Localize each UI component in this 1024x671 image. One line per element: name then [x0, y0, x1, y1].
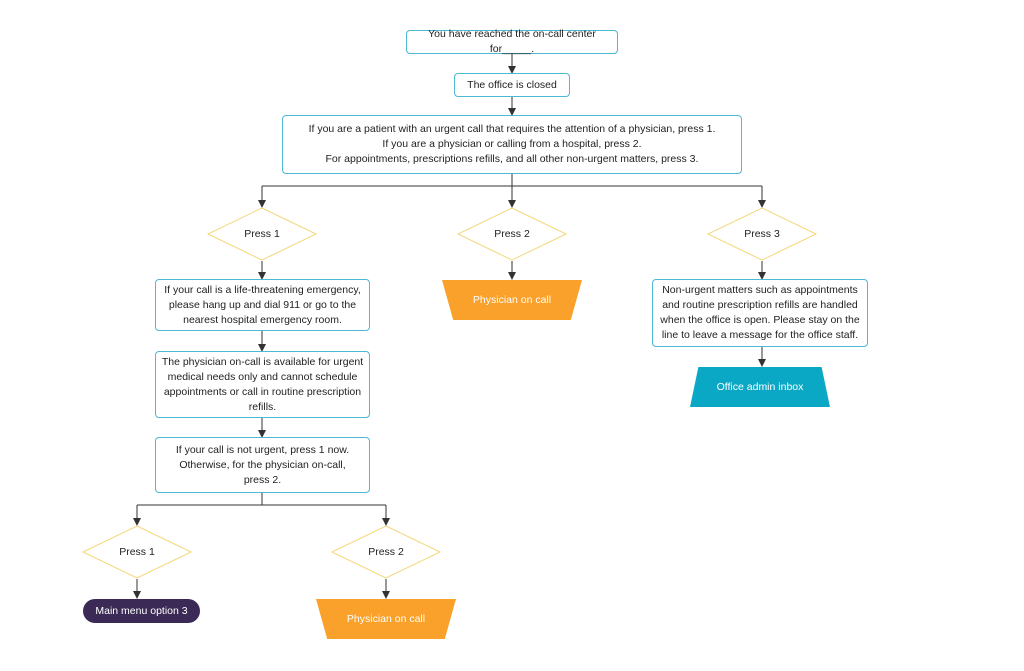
diamond-press2-shape: [456, 207, 568, 261]
node-not-urgent: If your call is not urgent, press 1 now.…: [155, 437, 370, 493]
diamond-press2: Press 2: [458, 208, 566, 260]
node-not-urgent-label: If your call is not urgent, press 1 now.…: [175, 443, 350, 486]
diamond-sub-press1-shape: [81, 525, 193, 579]
terminal-main-menu-option-3: Main menu option 3: [83, 599, 200, 623]
node-start-label: You have reached the on-call center for_…: [428, 28, 596, 55]
node-office-closed: The office is closed: [454, 73, 570, 97]
diamond-sub-press2-shape: [330, 525, 442, 579]
diamond-press1-label: Press 1: [244, 227, 280, 240]
terminal-physician-on-call-top: Physician on call: [442, 280, 582, 320]
terminal-office-admin-inbox: Office admin inbox: [690, 367, 830, 407]
node-emergency-label: If your call is a life-threatening emerg…: [164, 283, 361, 326]
node-non-urgent-label: Non-urgent matters such as appointments …: [660, 284, 860, 341]
terminal-physician-on-call-bottom: Physician on call: [316, 599, 456, 639]
diamond-sub-press1-label: Press 1: [119, 545, 155, 558]
diamond-press1-shape: [206, 207, 318, 261]
terminal-office-admin-inbox-label: Office admin inbox: [716, 380, 804, 393]
node-non-urgent: Non-urgent matters such as appointments …: [652, 279, 868, 347]
diamond-press3: Press 3: [708, 208, 816, 260]
terminal-main-menu-option-3-label: Main menu option 3: [95, 604, 188, 617]
diamond-press2-label: Press 2: [494, 227, 530, 240]
diamond-press1: Press 1: [208, 208, 316, 260]
diamond-sub-press1: Press 1: [83, 526, 191, 578]
node-main-menu-label: If you are a patient with an urgent call…: [308, 123, 716, 165]
node-physician-note-label: The physician on-call is available for u…: [161, 355, 364, 413]
diamond-sub-press2-label: Press 2: [368, 545, 404, 558]
node-main-menu: If you are a patient with an urgent call…: [282, 115, 742, 174]
terminal-physician-on-call-bottom-label: Physician on call: [346, 612, 426, 625]
node-office-closed-label: The office is closed: [467, 78, 557, 91]
node-physician-note: The physician on-call is available for u…: [155, 351, 370, 418]
diamond-press3-label: Press 3: [744, 227, 780, 240]
node-emergency: If your call is a life-threatening emerg…: [155, 279, 370, 331]
diamond-press3-shape: [706, 207, 818, 261]
diamond-sub-press2: Press 2: [332, 526, 440, 578]
terminal-physician-on-call-top-label: Physician on call: [472, 293, 552, 306]
node-start: You have reached the on-call center for_…: [406, 28, 618, 55]
